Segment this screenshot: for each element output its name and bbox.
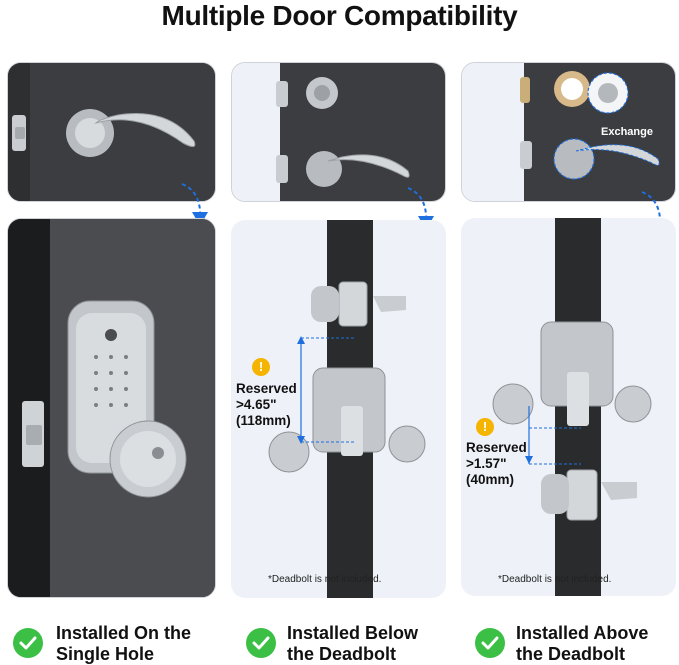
below-deadbolt-panel: [231, 220, 446, 598]
deadbolt-note-below: *Deadbolt is not included.: [268, 574, 382, 585]
check-icon: [246, 628, 276, 658]
check-icon: [475, 628, 505, 658]
warning-icon: !: [252, 358, 270, 376]
reserved-metric-above: (40mm): [466, 472, 515, 487]
caption-single-hole-line2: Single Hole: [56, 644, 155, 664]
exchange-handle-illustration: [462, 63, 675, 201]
keypad-lock-illustration: [8, 219, 215, 597]
check-icon: [13, 628, 43, 658]
above-deadbolt-illustration: [492, 218, 652, 596]
lever-door-panel-1: [7, 62, 216, 202]
caption-above-deadbolt-line1: Installed Above: [516, 623, 649, 643]
warning-icon: !: [476, 418, 494, 436]
lever-deadbolt-illustration: [232, 63, 445, 201]
exchange-label: Exchange: [601, 126, 653, 138]
reserved-value-below: >4.65": [236, 397, 277, 412]
caption-single-hole-line1: Installed On the: [56, 623, 192, 643]
lever-handle-illustration: [8, 63, 215, 201]
keypad-door-panel: [7, 218, 216, 598]
reserved-value-above: >1.57": [466, 456, 507, 471]
reserved-metric-below: (118mm): [236, 413, 291, 428]
reserved-label-above: Reserved: [466, 440, 527, 455]
lever-door-panel-3: [461, 62, 676, 202]
deadbolt-note-above: *Deadbolt is not included.: [498, 574, 612, 585]
caption-below-deadbolt-line1: Installed Below: [287, 623, 419, 643]
reserved-label-below: Reserved: [236, 381, 297, 396]
lever-door-panel-2: [231, 62, 446, 202]
page-title: Multiple Door Compatibility: [161, 0, 518, 31]
above-deadbolt-panel: [461, 218, 676, 596]
below-deadbolt-illustration: [268, 220, 426, 598]
caption-below-deadbolt-line2: the Deadbolt: [287, 644, 397, 664]
caption-above-deadbolt-line2: the Deadbolt: [516, 644, 626, 664]
